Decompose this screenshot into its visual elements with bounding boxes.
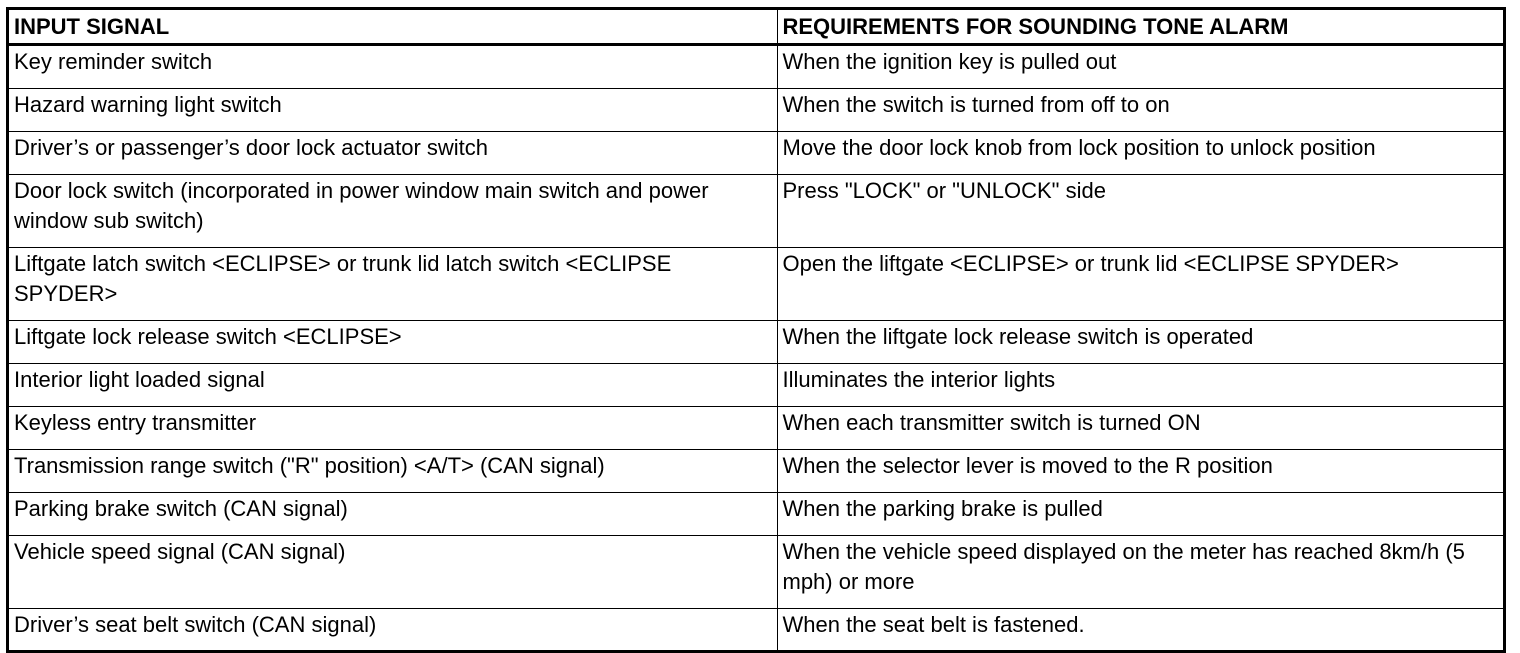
input-signal-cell: Driver’s or passenger’s door lock actuat… <box>9 131 778 175</box>
requirement-cell: When the liftgate lock release switch is… <box>776 320 1503 364</box>
header-row: INPUT SIGNAL REQUIREMENTS FOR SOUNDING T… <box>9 10 1503 46</box>
requirement-cell: Illuminates the interior lights <box>776 363 1503 407</box>
input-signal-cell: Liftgate lock release switch <ECLIPSE> <box>9 320 778 364</box>
table-row: Vehicle speed signal (CAN signal) When t… <box>9 535 1503 609</box>
input-signal-cell: Hazard warning light switch <box>9 88 778 132</box>
table-row: Liftgate lock release switch <ECLIPSE> W… <box>9 320 1503 364</box>
input-signal-cell: Parking brake switch (CAN signal) <box>9 492 778 536</box>
requirement-cell: When the parking brake is pulled <box>776 492 1503 536</box>
requirement-cell: Open the liftgate <ECLIPSE> or trunk lid… <box>776 247 1503 321</box>
requirement-cell: Move the door lock knob from lock positi… <box>776 131 1503 175</box>
tone-alarm-table-container: INPUT SIGNAL REQUIREMENTS FOR SOUNDING T… <box>6 7 1506 653</box>
requirement-cell: When the selector lever is moved to the … <box>776 449 1503 493</box>
table-row: Liftgate latch switch <ECLIPSE> or trunk… <box>9 247 1503 321</box>
requirement-cell: Press "LOCK" or "UNLOCK" side <box>776 174 1503 248</box>
input-signal-cell: Door lock switch (incorporated in power … <box>9 174 778 248</box>
table-row: Interior light loaded signal Illuminates… <box>9 363 1503 407</box>
table-row: Hazard warning light switch When the swi… <box>9 88 1503 132</box>
table-row: Driver’s or passenger’s door lock actuat… <box>9 131 1503 175</box>
table-row: Door lock switch (incorporated in power … <box>9 174 1503 248</box>
header-input-signal: INPUT SIGNAL <box>9 10 778 46</box>
input-signal-cell: Driver’s seat belt switch (CAN signal) <box>9 608 778 650</box>
requirement-cell: When the vehicle speed displayed on the … <box>776 535 1503 609</box>
table-row: Keyless entry transmitter When each tran… <box>9 406 1503 450</box>
requirement-cell: When the switch is turned from off to on <box>776 88 1503 132</box>
header-requirements: REQUIREMENTS FOR SOUNDING TONE ALARM <box>776 10 1503 46</box>
input-signal-cell: Key reminder switch <box>9 44 778 89</box>
input-signal-cell: Keyless entry transmitter <box>9 406 778 450</box>
tone-alarm-table: INPUT SIGNAL REQUIREMENTS FOR SOUNDING T… <box>9 10 1503 650</box>
input-signal-cell: Liftgate latch switch <ECLIPSE> or trunk… <box>9 247 778 321</box>
input-signal-cell: Interior light loaded signal <box>9 363 778 407</box>
input-signal-cell: Transmission range switch ("R" position)… <box>9 449 778 493</box>
requirement-cell: When the ignition key is pulled out <box>776 44 1503 89</box>
requirement-cell: When each transmitter switch is turned O… <box>776 406 1503 450</box>
table-row: Driver’s seat belt switch (CAN signal) W… <box>9 608 1503 650</box>
requirement-cell: When the seat belt is fastened. <box>776 608 1503 650</box>
table-row: Key reminder switch When the ignition ke… <box>9 44 1503 89</box>
input-signal-cell: Vehicle speed signal (CAN signal) <box>9 535 778 609</box>
table-row: Transmission range switch ("R" position)… <box>9 449 1503 493</box>
table-row: Parking brake switch (CAN signal) When t… <box>9 492 1503 536</box>
